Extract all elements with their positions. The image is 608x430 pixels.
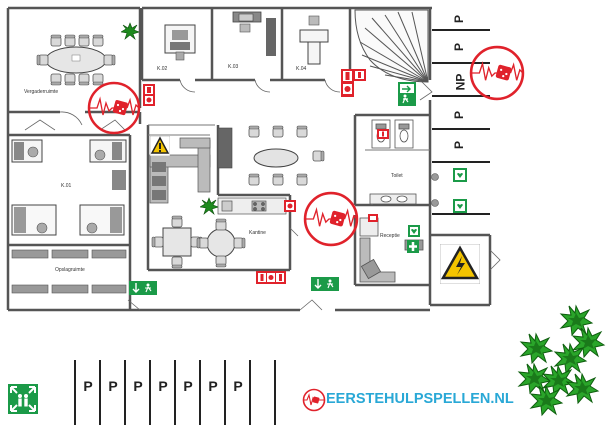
emergency-exit-sign-icon — [398, 82, 416, 106]
room-label-storage: Opslagruimte — [55, 267, 85, 273]
fire-equipment-sign-icon — [256, 271, 286, 284]
bush-icon — [518, 305, 605, 416]
room-label-meeting: Vergaderruimte — [24, 89, 59, 95]
aed-sign-icon — [453, 168, 467, 182]
parking-right-4: P — [452, 110, 467, 120]
fire-equipment-sign-icon — [284, 200, 296, 212]
first-aid-game-icon[interactable] — [469, 45, 525, 101]
room-label-k01: K.01 — [61, 183, 72, 189]
plant-icon — [121, 22, 139, 40]
room-label-k04: K.04 — [296, 66, 307, 72]
parking-right-3: NP — [453, 73, 468, 91]
parking-right-1: P — [452, 14, 467, 24]
first-aid-game-icon[interactable] — [87, 81, 141, 135]
parking-right-2: P — [452, 42, 467, 52]
fire-equipment-sign-icon — [341, 69, 354, 97]
assembly-point-icon — [8, 384, 38, 414]
fire-equipment-sign-icon — [377, 129, 389, 139]
parking-bottom-6: P — [208, 378, 218, 394]
room-label-reception: Receptie — [380, 233, 400, 239]
logo-text: EERSTEHULPSPELLEN.NL — [326, 391, 514, 407]
parking-bottom-4: P — [158, 378, 168, 394]
parking-right-5: P — [452, 140, 467, 150]
emergency-exit-sign-icon — [311, 277, 339, 291]
parking-bottom-7: P — [233, 378, 243, 394]
fire-equipment-sign-icon — [353, 69, 366, 81]
fire-equipment-sign-icon — [368, 214, 378, 222]
emergency-exit-sign-icon — [129, 281, 157, 295]
room-label-k03: K.03 — [228, 64, 239, 70]
logo-icon — [302, 388, 326, 412]
parking-bottom-1: P — [83, 378, 93, 394]
room-label-canteen: Kantine — [249, 230, 266, 236]
parking-bottom-5: P — [183, 378, 193, 394]
plant-icon — [200, 197, 218, 215]
aed-sign-icon — [408, 225, 420, 237]
parking-bottom-2: P — [108, 378, 118, 394]
room-label-k02: K.02 — [157, 66, 168, 72]
room-label-toilet: Toilet — [391, 173, 403, 179]
first-aid-kit-sign-icon — [407, 240, 419, 253]
high-voltage-warning-icon — [440, 244, 480, 284]
fire-equipment-sign-icon — [143, 84, 155, 106]
aed-sign-icon — [453, 199, 467, 213]
first-aid-game-icon[interactable] — [303, 191, 359, 247]
parking-bottom-3: P — [133, 378, 143, 394]
warning-sign-icon — [150, 136, 170, 156]
